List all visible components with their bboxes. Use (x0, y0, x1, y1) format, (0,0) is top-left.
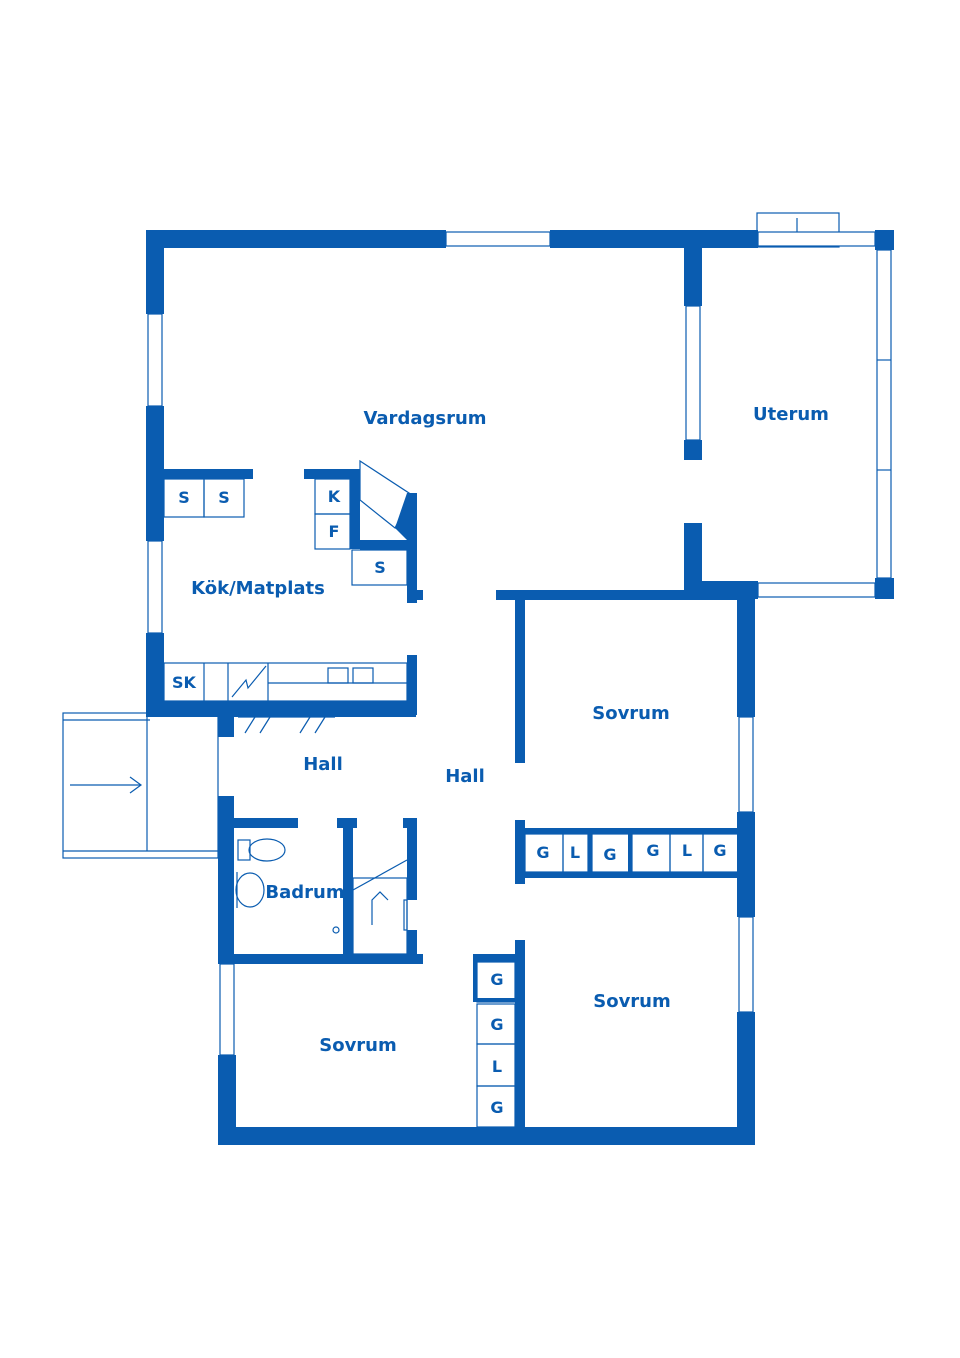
entrance-porch (62, 712, 219, 859)
wardrobe-label: L (570, 843, 580, 862)
room-label-kok: Kök/Matplats (191, 578, 325, 599)
wardrobe-label: G (490, 970, 503, 989)
wardrobes-column (473, 961, 516, 1128)
fixture-label: S (374, 558, 386, 577)
fixture-label: S (218, 488, 230, 507)
room-label-badrum: Badrum (265, 882, 344, 903)
wardrobes-row (524, 833, 739, 873)
fixture-label: F (329, 522, 340, 541)
fixture-label: S (178, 488, 190, 507)
room-label-vardagsrum: Vardagsrum (363, 408, 486, 429)
wardrobe-label: G (536, 843, 549, 862)
fixture-labels: S S K F S SK G L G G L G G G L G (172, 487, 727, 1117)
fixture-label: SK (172, 673, 197, 692)
toilet-icon (248, 838, 286, 862)
windows (147, 231, 892, 1056)
toilet-tank-icon (237, 839, 251, 861)
fixture-label: K (328, 487, 341, 506)
room-labels: Vardagsrum Uterum Kök/Matplats Hall Hall… (191, 404, 829, 1056)
room-label-sovrum-right-bottom: Sovrum (593, 991, 671, 1012)
stove-icon (231, 665, 267, 698)
wardrobe-label: G (603, 845, 616, 864)
wardrobe-label: G (490, 1098, 503, 1117)
stair-arrow-icon (371, 891, 389, 925)
shower-icon (332, 926, 340, 934)
room-label-hall-left: Hall (303, 754, 343, 775)
bathroom-fixtures (235, 838, 408, 955)
wardrobe-label: G (646, 841, 659, 860)
room-label-uterum: Uterum (753, 404, 829, 425)
walls (146, 230, 894, 1145)
sink-icon (235, 872, 265, 908)
wardrobe-label: G (713, 841, 726, 860)
room-label-hall-center: Hall (445, 766, 485, 787)
kitchen-fixtures (163, 459, 413, 734)
room-label-sovrum-right-top: Sovrum (592, 703, 670, 724)
wardrobe-label: L (492, 1057, 502, 1076)
wardrobe-label: G (490, 1015, 503, 1034)
wardrobe-label: L (682, 841, 692, 860)
room-label-sovrum-bottom-left: Sovrum (319, 1035, 397, 1056)
